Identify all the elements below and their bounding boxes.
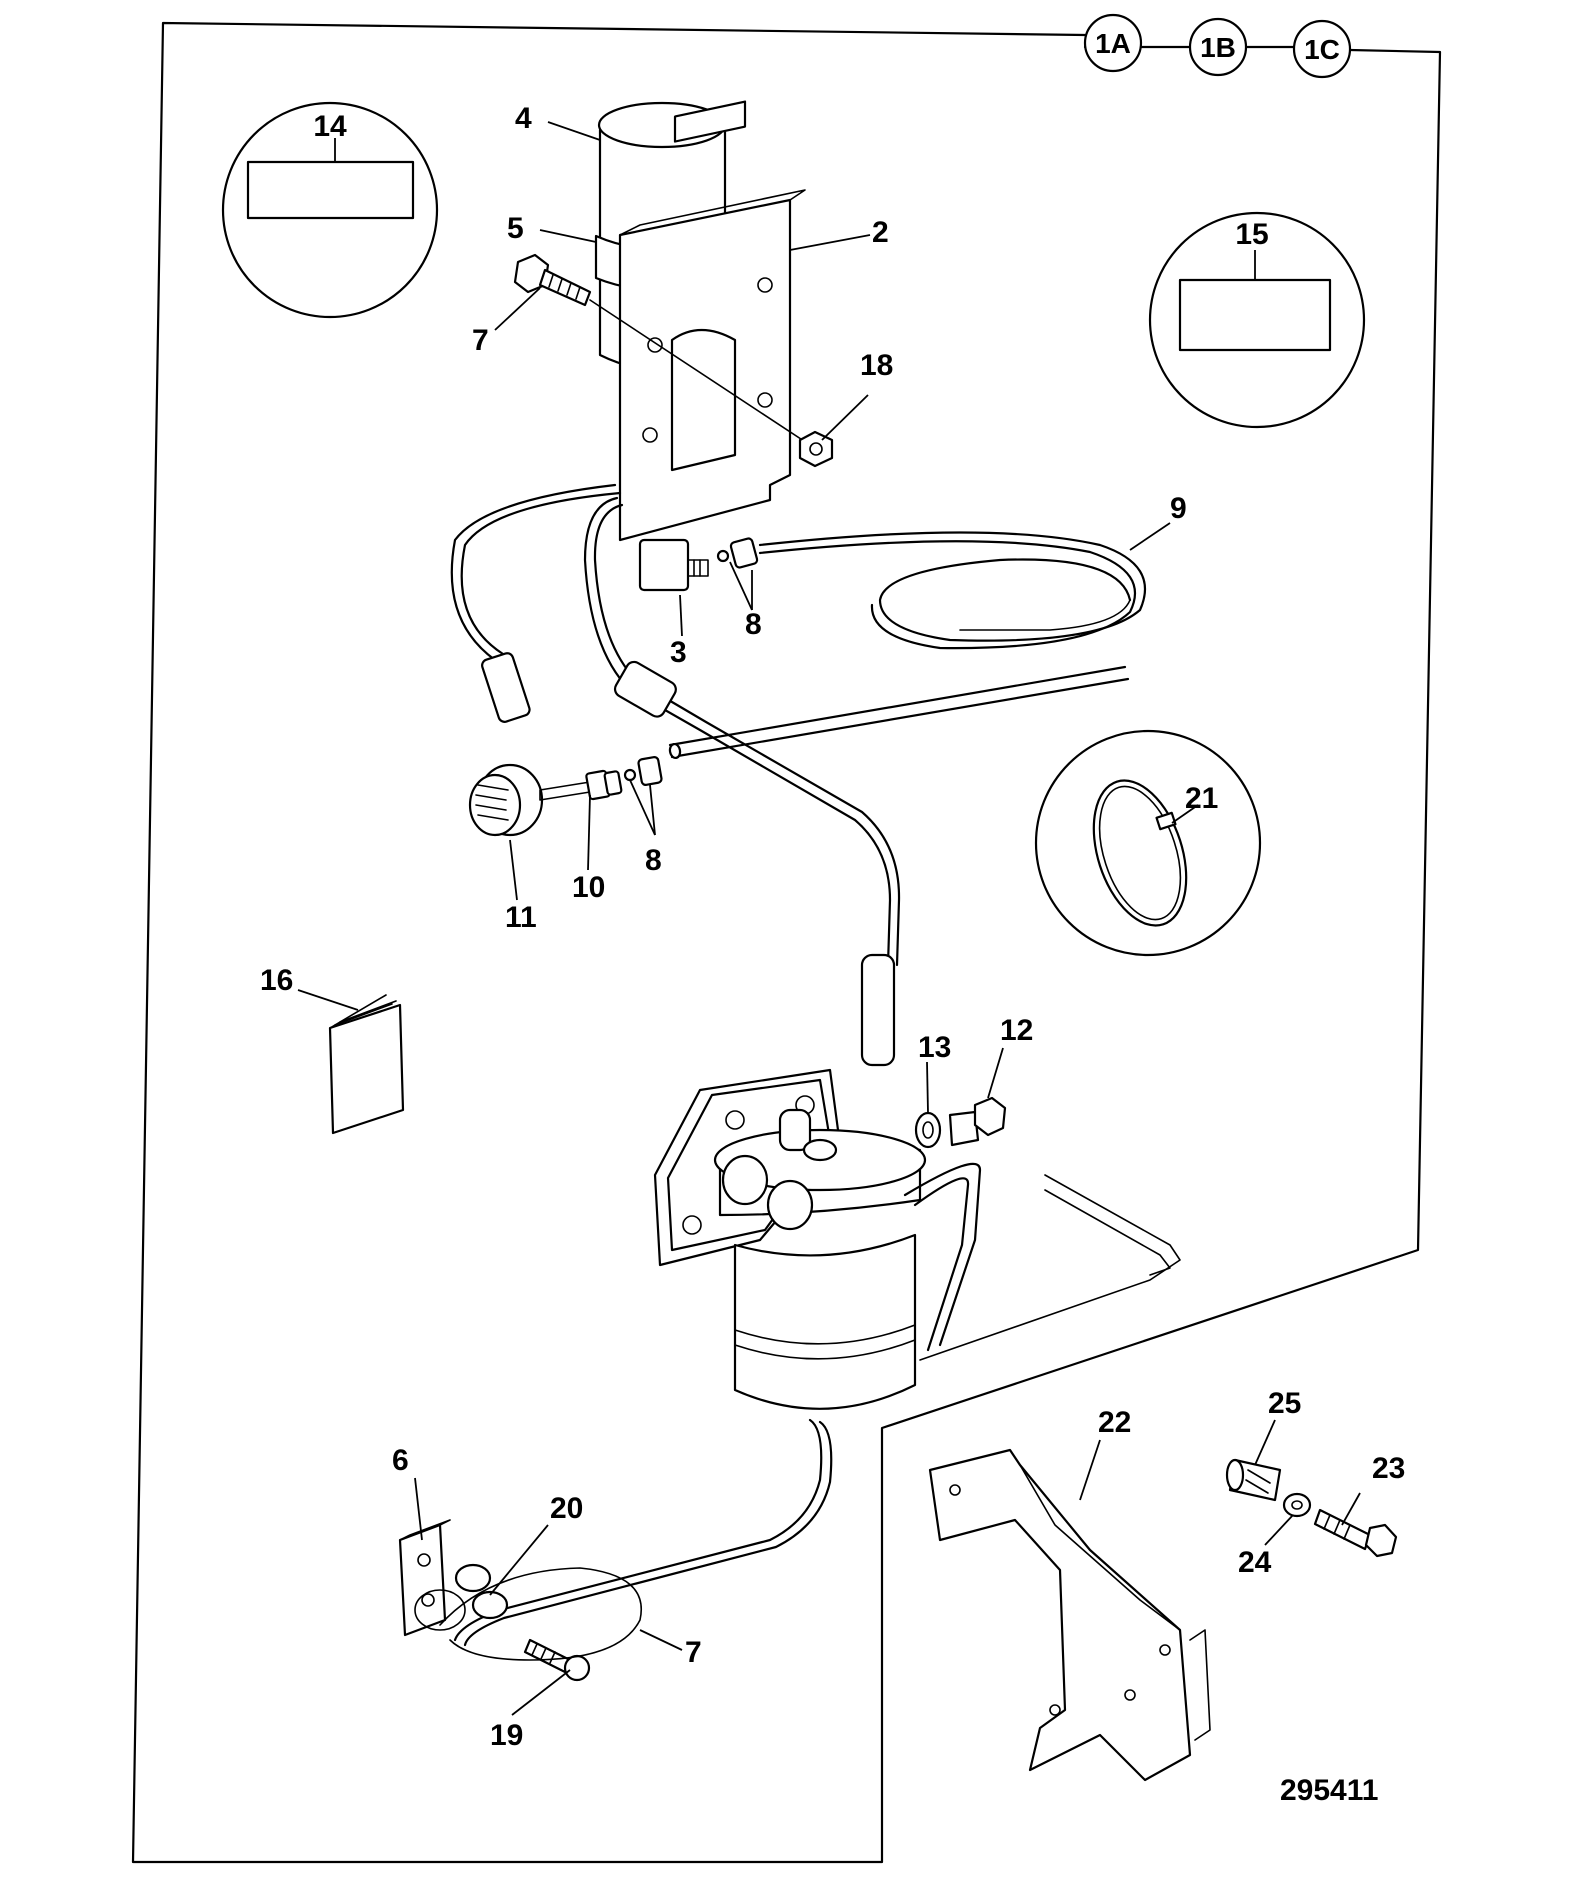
drain-tap-3 (638, 538, 709, 592)
leader-lines (297, 121, 1361, 1716)
bolt-23 (1313, 1508, 1398, 1558)
part-label-3: 3 (670, 636, 687, 669)
nut-18 (798, 430, 834, 468)
part-label-10: 10 (572, 871, 605, 904)
reference-tag-1a-label: 1A (1095, 28, 1131, 59)
fittings-8-upper (716, 537, 759, 569)
part-label-11: 11 (505, 901, 537, 934)
drawing-number: 295411 (1280, 1774, 1378, 1807)
part-label-13: 13 (918, 1031, 951, 1064)
connector-20 (414, 1563, 509, 1631)
bolt-19 (523, 1638, 591, 1682)
part-label-12: 12 (1000, 1014, 1033, 1047)
part-label-7-upper: 7 (472, 324, 489, 357)
part-label-7-lower: 7 (685, 1636, 702, 1669)
reference-tag-1a: 1A (1083, 13, 1143, 73)
adaptor-11 (468, 763, 544, 837)
sealing-washer-13 (914, 1111, 942, 1149)
handbook-16 (328, 994, 405, 1135)
bolt-7-upper (513, 253, 811, 446)
part-label-18: 18 (860, 349, 893, 382)
washer-24 (1282, 1492, 1312, 1518)
part-labels: 4 14 5 2 15 7 18 9 3 8 21 10 8 11 16 12 … (260, 102, 1405, 1752)
part-label-4: 4 (515, 102, 532, 135)
part-label-21: 21 (1185, 782, 1218, 815)
fuel-pipe-coil-9 (758, 531, 1147, 650)
reference-tag-1b-label: 1B (1200, 32, 1236, 63)
fuel-pipe-main (450, 483, 901, 1067)
pipe-background (919, 1174, 1181, 1361)
part-label-23: 23 (1372, 1452, 1405, 1485)
union-10 (539, 769, 623, 801)
part-label-22: 22 (1098, 1406, 1131, 1439)
detail-circle-ring-clip-21 (1034, 729, 1262, 957)
reference-tag-1c-label: 1C (1304, 34, 1340, 65)
banjo-bolt-12 (948, 1096, 1007, 1147)
fuel-filter-assembly (653, 1068, 982, 1410)
part-label-9: 9 (1170, 492, 1187, 525)
cable-tie-7 (439, 1567, 642, 1661)
part-label-5: 5 (507, 212, 524, 245)
part-label-19: 19 (490, 1719, 523, 1752)
outlet-pipe (453, 1418, 833, 1647)
clip-6 (398, 1519, 451, 1637)
part-label-2: 2 (872, 216, 889, 249)
part-label-15: 15 (1235, 218, 1268, 251)
part-label-25: 25 (1268, 1387, 1301, 1420)
detail-circle-label-14 (221, 101, 439, 319)
part-label-8-lower: 8 (645, 844, 662, 877)
spacer-25 (1225, 1458, 1282, 1502)
part-label-16: 16 (260, 964, 293, 997)
reference-tag-1c: 1C (1292, 19, 1352, 79)
detail-circle-label-15 (1148, 211, 1366, 429)
bracket-22 (928, 1448, 1211, 1782)
part-label-24: 24 (1238, 1546, 1272, 1579)
part-label-20: 20 (550, 1492, 583, 1525)
part-label-14: 14 (313, 110, 347, 143)
part-label-8-upper: 8 (745, 608, 762, 641)
part-label-6: 6 (392, 1444, 409, 1477)
fittings-8-lower (623, 755, 663, 787)
reference-tag-1b: 1B (1188, 17, 1248, 77)
fuel-pipe-cross (668, 665, 1130, 760)
